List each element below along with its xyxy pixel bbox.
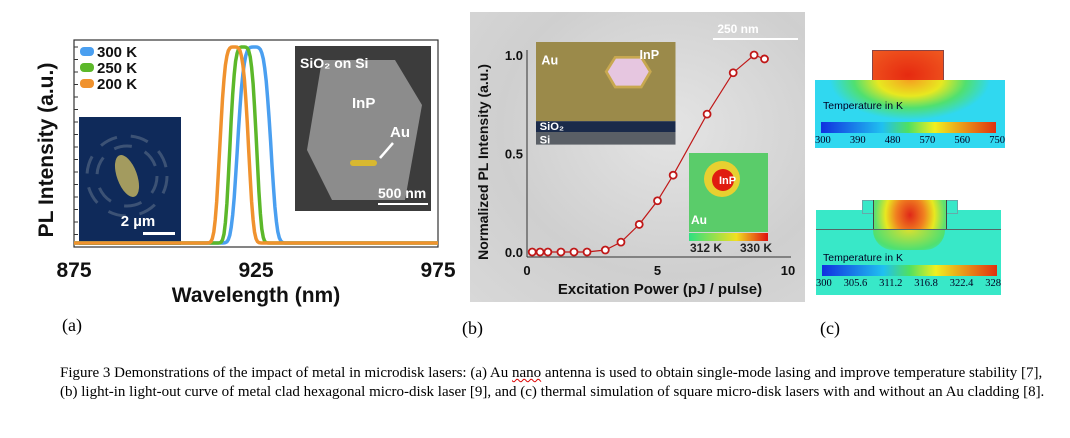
data-point [556,247,566,257]
legend-swatch [80,79,94,88]
y-tick-label: 0.5 [505,147,523,162]
au-antenna [350,160,377,166]
data-point [760,54,769,64]
y-tick-label: 0.0 [505,245,523,260]
data-point [527,247,537,257]
colorbar-tick: 480 [884,135,901,146]
inp-hexagon [307,60,422,200]
sio2-label: SiO₂ [540,121,564,133]
data-point [749,50,759,60]
colorbar-ticks: 300 390 480 570 560 750 [815,135,1005,146]
data-point [634,220,644,229]
inset-title: SiO₂ on Si [300,55,368,71]
figure-caption: Figure 3 Demonstrations of the impact of… [60,365,1045,400]
data-point [616,237,626,247]
x-tick-label: 10 [781,263,795,278]
data-point [702,109,712,119]
data-point [569,247,579,257]
legend-label: 300 K [97,44,137,61]
colorbar-ticks: 300 305.6 311.2 316.8 322.4 328 [816,278,1001,289]
scale-bar-label: 500 nm [378,185,426,201]
device-inset: Au InP SiO₂ Si [536,42,676,147]
x-tick-label: 925 [238,259,273,282]
colorbar-tick: 311.2 [879,278,903,289]
mode-ring [95,144,159,208]
au-label: Au [390,124,410,141]
y-axis-label: PL Intensity (a.u.) [35,63,58,238]
colorbar-tick: 322.4 [949,278,974,289]
colorbar-tick: 300 [816,278,832,289]
scale-bar-label: 2 µm [121,213,156,230]
data-point [668,170,678,180]
map-range-max: 330 K [740,241,772,255]
lasing-mode-spot [114,155,140,197]
colorbar [822,265,997,276]
colorbar-tick: 305.6 [843,278,868,289]
plot-frame [73,39,439,248]
legend-swatch [80,47,94,56]
y-axis-label: Normalized PL Intensity (a.u.) [475,64,491,260]
colorbar-tick: 390 [849,135,866,146]
x-tick-label: 0 [523,263,530,278]
data-point [543,247,553,257]
colorbar-title: Temperature in K [823,252,903,264]
x-axis-label: Wavelength (nm) [172,284,340,307]
colorbar-title: Temperature in K [823,100,903,112]
si-label: Si [540,135,551,147]
y-tick-label: 1.0 [505,48,523,63]
legend-swatch [80,63,94,72]
scale-bar [143,232,175,235]
colorbar-tick: 750 [989,135,1005,146]
sio2-layer [536,121,676,132]
panel-label-a: (a) [62,315,82,335]
scale-bar-label: 250 nm [717,22,758,36]
legend-label: 200 K [97,76,137,93]
x-axis-label: Excitation Power (pJ / pulse) [558,281,762,298]
x-tick-label: 975 [420,259,455,282]
spectrum-200k [74,45,438,245]
map-au-label: Au [691,213,707,227]
sim-without-au: Temperature in K 300 305.6 311.2 316.8 322.4… [816,200,1001,295]
colorbar-tick: 560 [954,135,971,146]
data-point [600,245,610,255]
map-colorbar [689,233,768,241]
inp-label: InP [352,95,375,112]
map-inp-label: InP [719,175,736,187]
map-range-min: 312 K [690,241,722,255]
colorbar-tick: 300 [815,135,831,146]
inp-hexagon [604,55,652,89]
data-point [582,247,592,257]
mode-ring [85,134,169,218]
inp-label: InP [640,48,660,62]
arrow [379,142,394,159]
data-point [653,196,662,206]
data-point [728,68,738,78]
panel-label-b: (b) [462,318,483,338]
x-tick-label: 5 [654,263,661,278]
au-label: Au [541,54,558,68]
sim-with-au: Temperature in K 300 390 480 570 560 750 [815,50,1005,148]
colorbar-tick: 316.8 [914,278,938,289]
scale-bar [713,38,798,40]
colorbar-tick: 328 [985,278,1001,289]
panel-label-c: (c) [820,318,840,338]
data-point [535,247,545,257]
legend-label: 250 K [97,60,137,77]
x-tick-label: 875 [56,259,91,282]
colorbar-tick: 570 [919,135,936,146]
si-layer [536,132,676,145]
scale-bar [378,203,428,205]
colorbar [821,122,996,133]
heat-core [712,169,734,191]
spellcheck-flagged-word: nano [512,365,542,381]
